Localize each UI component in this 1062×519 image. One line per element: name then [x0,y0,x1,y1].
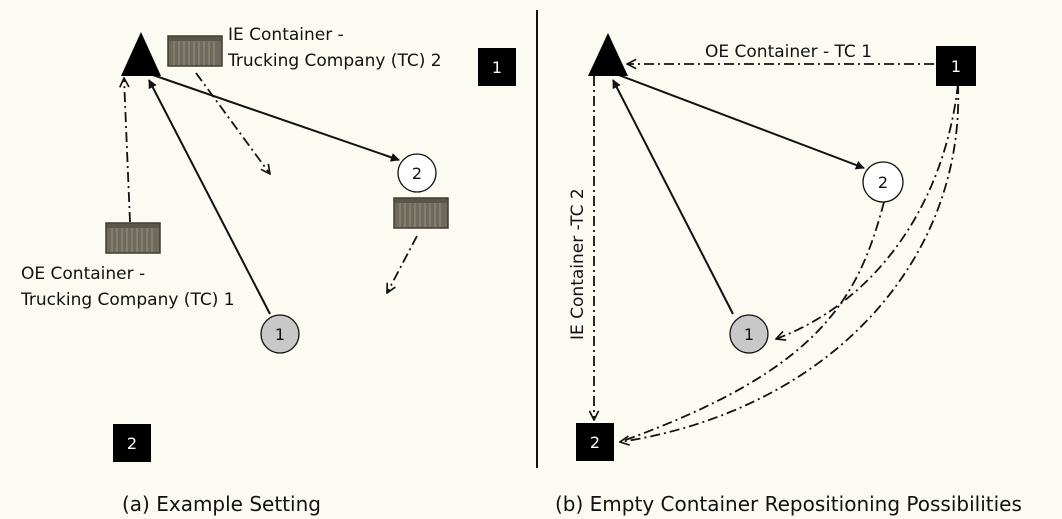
route-a-ie-from-terminal [195,72,270,174]
customer-2-export [862,161,904,203]
container-icon [167,35,223,67]
route-b-depot1-to-customer1 [776,83,959,339]
panel-b: 1 2 1 2 OE Container - TC 1 IE Container… [555,33,1022,516]
route-a-oe-to-terminal [124,78,131,223]
customer-1-import [260,314,300,354]
depot-1-label: 1 [951,57,961,76]
route-b-customer2-to-depot2 [619,201,885,443]
depot-1 [478,48,516,86]
customer-1-label: 1 [275,325,285,344]
customer-1-import [729,314,769,354]
customer-2-label: 2 [878,173,888,192]
depot-1-label: 1 [492,58,502,77]
route-b-depot1-to-depot2 [620,83,960,442]
route-b-customer1-to-terminal [612,79,734,315]
container-icon [393,197,449,229]
route-b-terminal-to-customer2 [615,73,865,170]
customer-2-label: 2 [412,164,422,183]
depot-1 [936,46,976,86]
depot-2-label: 2 [590,433,600,452]
depot-2 [113,424,151,462]
ie-route-label: IE Container -TC 2 [568,188,588,340]
terminal-triangle-icon [588,33,628,76]
oe-container-label-line2: Trucking Company (TC) 1 [20,290,235,310]
route-a-ie-from-customer2 [387,235,418,293]
panel-a: 1 2 1 2 IE Container - Trucking Company … [20,25,516,516]
route-a-customer1-to-terminal [148,79,271,315]
terminal-triangle-icon [121,32,161,76]
ie-container-label-line2: Trucking Company (TC) 2 [227,51,442,71]
route-a-terminal-to-customer2 [149,73,400,162]
customer-1-label: 1 [744,325,754,344]
oe-container-label-line1: OE Container - [21,264,145,284]
caption-b: (b) Empty Container Repositioning Possib… [555,492,1022,516]
ie-container-label-line1: IE Container - [228,25,344,45]
oe-route-label: OE Container - TC 1 [705,42,872,62]
depot-2-label: 2 [127,434,137,453]
caption-a: (a) Example Setting [122,492,321,516]
customer-2-export [397,153,437,193]
depot-2 [576,423,614,461]
container-icon [105,222,161,254]
